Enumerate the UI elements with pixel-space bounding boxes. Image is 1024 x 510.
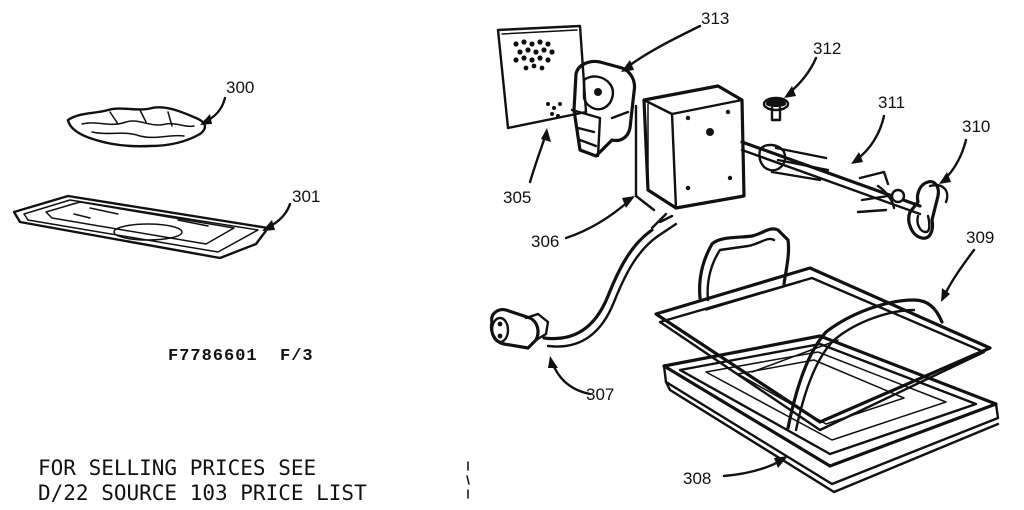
part-number-307: 307 [586, 385, 614, 404]
part-311-spit [740, 140, 922, 216]
part-number-312: 312 [813, 39, 841, 58]
part-301-tray [12, 194, 270, 260]
part-number-301: 301 [292, 187, 320, 206]
part-number-309: 309 [966, 228, 994, 247]
part-309-leader [941, 248, 976, 302]
part-300-leader [200, 96, 227, 125]
part-307-cord [489, 212, 678, 350]
part-311-leader [851, 114, 886, 164]
part-310-leader [939, 138, 968, 184]
part-313-leader [621, 24, 702, 72]
part-313-bracket [570, 59, 637, 158]
part-300-foil [66, 106, 207, 148]
part-308-pan [662, 334, 1000, 494]
scan-artifact-marks [466, 461, 470, 499]
part-306-motor [634, 84, 746, 212]
part-number-305: 305 [503, 188, 531, 207]
part-305-leader [528, 128, 551, 184]
part-301-leader [262, 202, 292, 231]
part-312-screw [762, 96, 790, 122]
part-309-rack [654, 227, 992, 432]
price-note-line-1: FOR SELLING PRICES SEE [38, 456, 316, 480]
part-number-310: 310 [962, 117, 990, 136]
part-306-leader [564, 196, 635, 240]
part-308-leader [722, 456, 788, 478]
part-number-308: 308 [683, 469, 711, 488]
part-307-leader [548, 356, 592, 396]
price-note-line-2: D/22 SOURCE 103 PRICE LIST [38, 481, 367, 505]
part-number-300: 300 [226, 78, 254, 97]
part-number-313: 313 [701, 9, 729, 28]
part-310-clip [907, 180, 949, 240]
model-code: F7786601 F/3 [168, 347, 314, 366]
part-number-311: 311 [878, 93, 905, 112]
part-305-shield [496, 24, 588, 130]
part-number-306: 306 [531, 232, 559, 251]
part-312-leader [784, 56, 818, 98]
